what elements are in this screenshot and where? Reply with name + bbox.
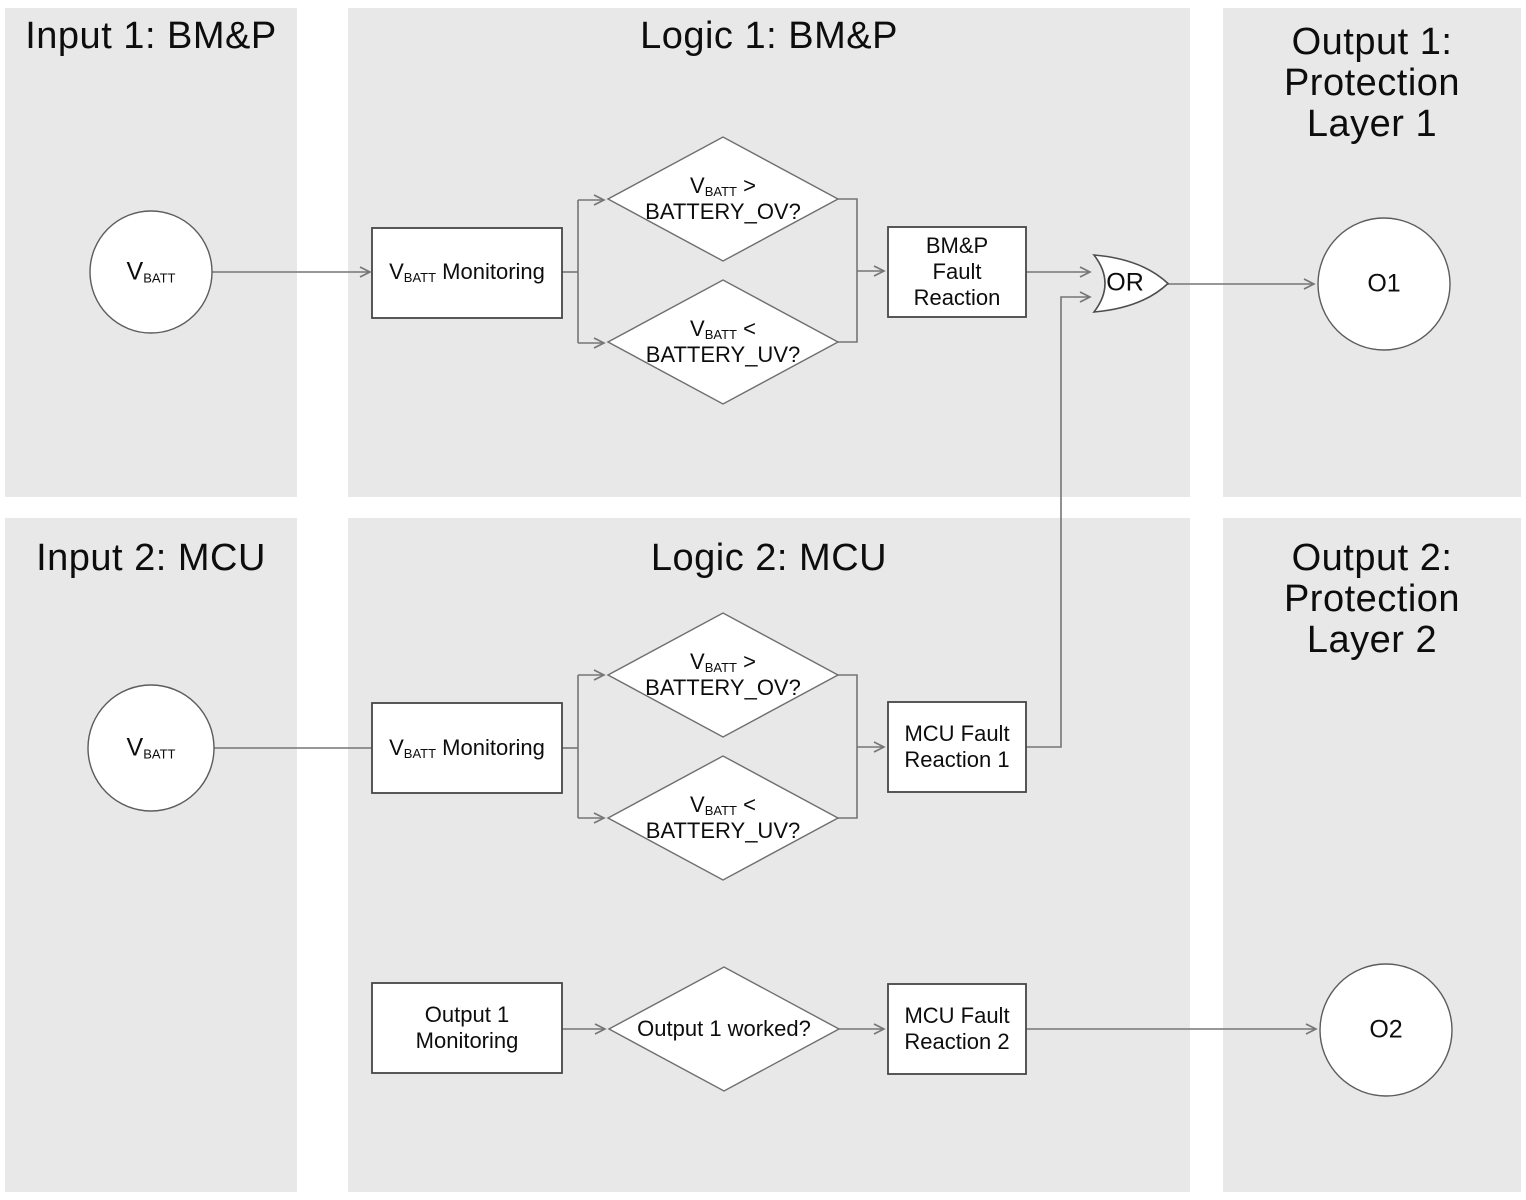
uv2-label: VBATT <BATTERY_UV? [646,792,800,844]
vbatt-main: V [690,316,705,342]
vbatt-main: V [389,259,404,285]
monitoring2-box [371,702,563,794]
panel-title-logic-2: Logic 2: MCU [650,537,888,579]
mcu-fault-reaction2-label: MCU Fault Reaction 2 [904,1003,1010,1054]
vbatt-main: V [126,257,144,286]
mcu-fault-reaction1-label: MCU Fault Reaction 1 [904,721,1010,772]
monitoring-text: Monitoring [436,259,545,285]
output1-worked-diamond [607,966,841,1092]
monitoring-text: Monitoring [436,735,545,761]
or-gate-label: OR [1106,268,1144,297]
ov2-label: VBATT >BATTERY_OV? [645,649,801,701]
vbatt-main: V [126,733,144,762]
ov2-decision-diamond [606,612,840,738]
panel-title-input-1: Input 1: BM&P [25,15,277,57]
vbatt-main: V [690,792,705,818]
monitoring1-label: VBATT Monitoring [389,259,545,285]
panel-input-2 [5,518,297,1192]
output1-monitoring-box [371,982,563,1074]
threshold-text: BATTERY_UV? [645,818,801,843]
uv1-label: VBATT <BATTERY_UV? [646,316,800,368]
vbatt-subscript: BATT [704,183,737,199]
vbatt-subscript: BATT [403,745,437,761]
vbatt-main: V [690,173,705,199]
monitoring2-label: VBATT Monitoring [389,735,545,761]
vbatt-main: V [389,735,404,761]
threshold-text: BATTERY_OV? [645,199,801,224]
ov1-decision-diamond [606,136,840,262]
panel-title-logic-1: Logic 1: BM&P [640,15,898,57]
o1-output-circle [1317,217,1451,351]
wire-merge1-vertical [838,198,858,343]
vbatt-main: V [690,649,705,675]
output1-monitoring-label: Output 1 Monitoring [415,1002,519,1053]
or-gate [1092,254,1170,313]
input1-vbatt-circle [89,210,213,334]
input1-vbatt-label: VBATT [127,257,176,287]
mcu-fault-reaction2-box [887,983,1027,1075]
vbatt-subscript: BATT [143,746,176,762]
bmp-fault-reaction-box [887,226,1027,318]
vbatt-subscript: BATT [704,802,737,818]
bmp-fault-reaction-label: BM&P Fault Reaction [913,233,1001,310]
uv2-decision-diamond [606,755,840,881]
uv1-decision-diamond [606,279,840,405]
panel-title-output-2: Output 2: Protection Layer 2 [1283,537,1461,662]
threshold-text: BATTERY_OV? [645,675,801,700]
input2-vbatt-label: VBATT [127,733,176,763]
wire-mcu-fault1-to-or [1026,291,1092,748]
o2-label: O2 [1369,1015,1403,1044]
vbatt-subscript: BATT [143,270,176,286]
ov1-label: VBATT >BATTERY_OV? [645,173,801,225]
o1-label: O1 [1367,269,1401,298]
o2-output-circle [1319,963,1453,1097]
panel-title-output-1: Output 1: Protection Layer 1 [1283,21,1461,146]
comparison-operator: < [736,316,756,342]
comparison-operator: > [736,173,756,199]
vbatt-subscript: BATT [704,326,737,342]
vbatt-subscript: BATT [403,269,437,285]
output1-worked-label: Output 1 worked? [637,1016,811,1042]
comparison-operator: > [736,649,756,675]
threshold-text: BATTERY_UV? [645,342,801,367]
vbatt-subscript: BATT [704,659,737,675]
comparison-operator: < [736,792,756,818]
mcu-fault-reaction1-box [887,701,1027,793]
monitoring1-box [371,227,563,319]
input2-vbatt-circle [87,684,215,812]
panel-title-input-2: Input 2: MCU [36,537,266,579]
wire-merge2-vertical [838,674,858,819]
